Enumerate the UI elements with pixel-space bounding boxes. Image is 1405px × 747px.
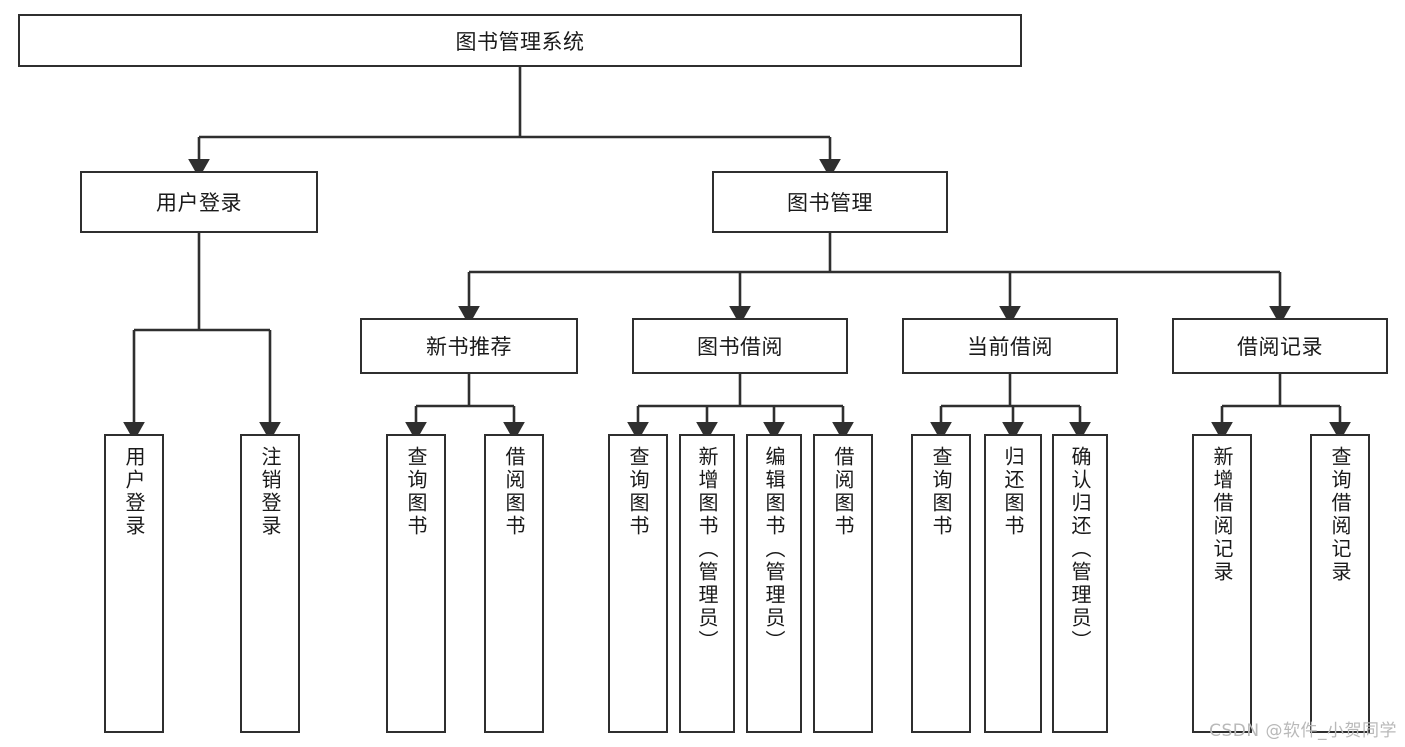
node-label: 用户登录 [122, 446, 146, 538]
node-label: 新增借阅记录 [1210, 446, 1234, 584]
node-l-query-book-c[interactable]: 查询图书 [911, 434, 971, 733]
node-n-book-manage[interactable]: 图书管理 [712, 171, 948, 233]
node-label: 新书推荐 [426, 335, 512, 359]
node-label: 借阅图书 [831, 446, 855, 538]
node-label: 查询图书 [626, 446, 650, 538]
node-n-current-borrow[interactable]: 当前借阅 [902, 318, 1118, 374]
node-label: 借阅图书 [502, 446, 526, 538]
node-label: 图书借阅 [697, 335, 783, 359]
node-l-add-borrow-record[interactable]: 新增借阅记录 [1192, 434, 1252, 733]
node-label: 新增图书（管理员） [695, 446, 719, 653]
node-label: 借阅记录 [1237, 335, 1323, 359]
node-label: 图书管理系统 [455, 29, 585, 54]
node-l-query-book-b[interactable]: 查询图书 [608, 434, 668, 733]
node-l-confirm-return-admin[interactable]: 确认归还（管理员） [1052, 434, 1108, 733]
node-root[interactable]: 图书管理系统 [18, 14, 1022, 67]
node-l-user-logout[interactable]: 注销登录 [240, 434, 300, 733]
node-l-query-book-rec[interactable]: 查询图书 [386, 434, 446, 733]
node-n-borrow-record[interactable]: 借阅记录 [1172, 318, 1388, 374]
node-n-user-login[interactable]: 用户登录 [80, 171, 318, 233]
node-n-book-borrow[interactable]: 图书借阅 [632, 318, 848, 374]
node-label: 归还图书 [1001, 446, 1025, 538]
node-l-edit-book-admin[interactable]: 编辑图书（管理员） [746, 434, 802, 733]
node-l-borrow-book-b[interactable]: 借阅图书 [813, 434, 873, 733]
node-label: 查询图书 [929, 446, 953, 538]
node-label: 查询图书 [404, 446, 428, 538]
node-label: 编辑图书（管理员） [762, 446, 786, 653]
node-label: 查询借阅记录 [1328, 446, 1352, 584]
node-l-query-borrow-record[interactable]: 查询借阅记录 [1310, 434, 1370, 733]
node-label: 图书管理 [787, 191, 873, 215]
node-l-user-login[interactable]: 用户登录 [104, 434, 164, 733]
node-label: 注销登录 [258, 446, 282, 538]
node-l-add-book-admin[interactable]: 新增图书（管理员） [679, 434, 735, 733]
node-label: 当前借阅 [967, 335, 1053, 359]
csdn-watermark: CSDN @软件_小贺同学 [1209, 721, 1397, 741]
node-l-borrow-book-rec[interactable]: 借阅图书 [484, 434, 544, 733]
node-label: 用户登录 [156, 191, 242, 215]
node-n-new-book-rec[interactable]: 新书推荐 [360, 318, 578, 374]
node-l-return-book[interactable]: 归还图书 [984, 434, 1042, 733]
node-label: 确认归还（管理员） [1068, 446, 1092, 653]
